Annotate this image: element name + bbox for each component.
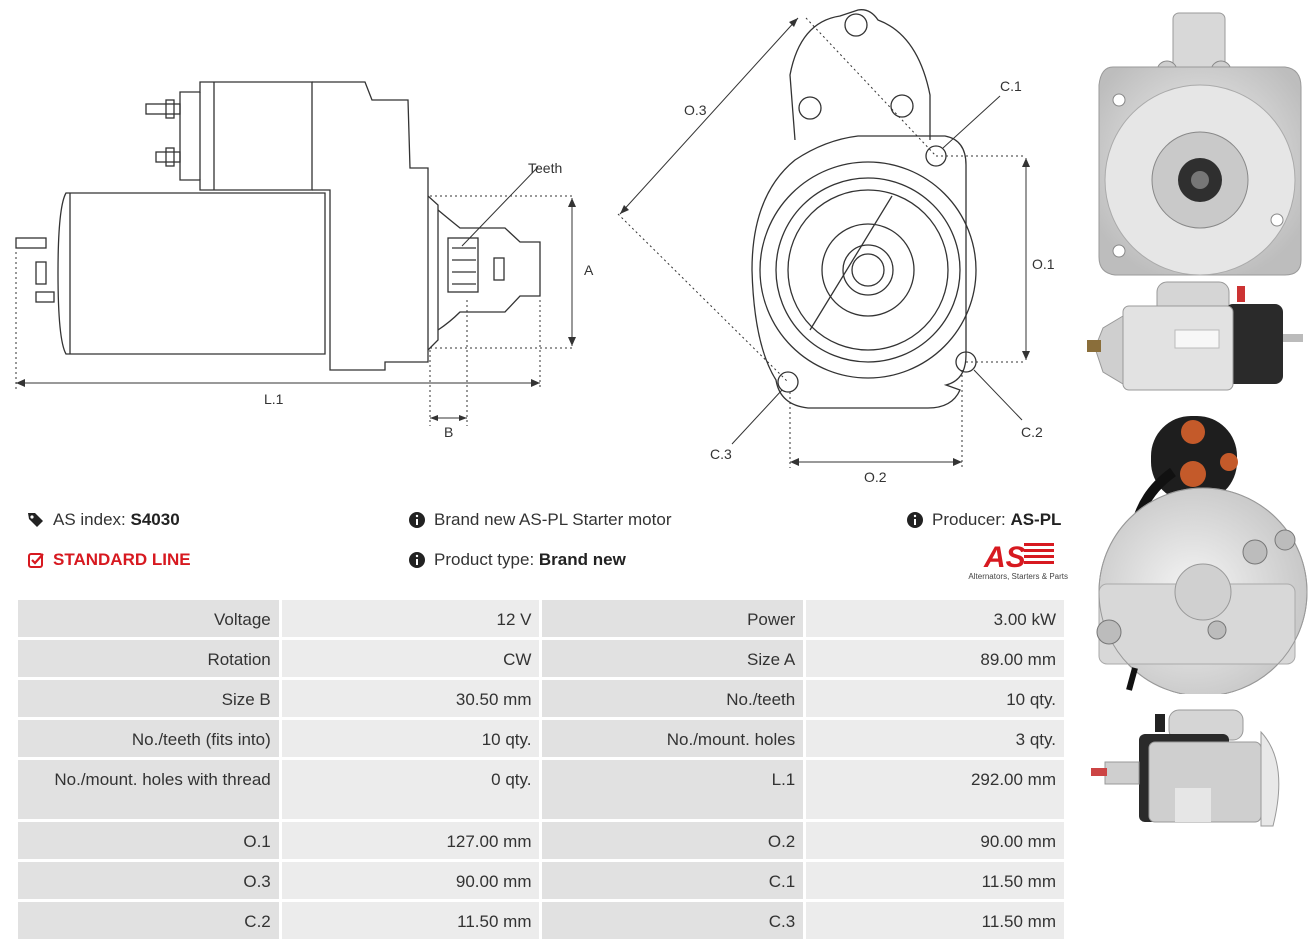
producer-value: AS-PL [1010,510,1062,529]
dim-c1-label: C.1 [1000,78,1022,94]
standard-line-text: STANDARD LINE [53,550,191,569]
spec-value: 30.50 mm [281,680,540,717]
table-row: Size B 30.50 mm No./teeth 10 qty. [18,680,1064,717]
dim-c2-label: C.2 [1021,424,1043,440]
dim-o3-label: O.3 [684,102,707,118]
table-row: No./mount. holes with thread 0 qty. L.1 … [18,760,1064,819]
info-circle-icon [409,512,425,528]
spec-label: C.3 [542,902,804,939]
description-text: Brand new AS-PL Starter motor [434,510,672,529]
spec-label: L.1 [542,760,804,819]
spec-label: C.1 [542,862,804,899]
table-row: O.1 127.00 mm O.2 90.00 mm [18,822,1064,859]
spec-label: C.2 [18,902,279,939]
dim-c3-label: C.3 [710,446,732,462]
spec-value: 89.00 mm [806,640,1064,677]
spec-label: Size A [542,640,804,677]
teeth-label: Teeth [528,160,562,176]
spec-label: Voltage [18,600,279,637]
producer-label: Producer: [932,510,1006,529]
spec-value: 11.50 mm [806,902,1064,939]
spec-value: 10 qty. [806,680,1064,717]
product-photo-rear [1096,416,1308,694]
table-row: Voltage 12 V Power 3.00 kW [18,600,1064,637]
spec-label: Size B [18,680,279,717]
spec-value: 292.00 mm [806,760,1064,819]
dim-a-label: A [584,262,594,278]
as-index-line: AS index: S4030 [27,510,180,530]
table-row: No./teeth (fits into) 10 qty. No./mount.… [18,720,1064,757]
product-photo-front [1098,12,1302,276]
dim-o1-label: O.1 [1032,256,1055,272]
spec-value: 90.00 mm [281,862,540,899]
front-view-drawing: O.3 C.1 O.1 C.2 C.3 O.2 [617,9,1055,485]
dim-o2-label: O.2 [864,469,887,485]
as-index-label: AS index: [53,510,126,529]
table-row: C.2 11.50 mm C.3 11.50 mm [18,902,1064,939]
spec-label: O.3 [18,862,279,899]
spec-value: 3 qty. [806,720,1064,757]
standard-line-badge: STANDARD LINE [27,550,191,570]
table-row: Rotation CW Size A 89.00 mm [18,640,1064,677]
spec-value: 90.00 mm [806,822,1064,859]
spec-value: 11.50 mm [281,902,540,939]
table-row: O.3 90.00 mm C.1 11.50 mm [18,862,1064,899]
dim-l1-label: L.1 [264,391,284,407]
spec-label: No./mount. holes with thread [18,760,279,819]
spec-value: 10 qty. [281,720,540,757]
spec-label: O.2 [542,822,804,859]
product-type-line: Product type: Brand new [408,550,626,570]
product-type-value: Brand new [538,550,626,569]
spec-label: Rotation [18,640,279,677]
info-circle-icon [409,552,425,568]
spec-label: No./teeth (fits into) [18,720,279,757]
spec-value: 3.00 kW [806,600,1064,637]
spec-value: 11.50 mm [806,862,1064,899]
tags-icon [28,513,43,527]
specifications-table: Voltage 12 V Power 3.00 kW Rotation CW S… [15,597,1067,942]
as-index-value: S4030 [130,510,180,529]
check-square-icon [28,553,44,568]
spec-label: O.1 [18,822,279,859]
producer-line: Producer: AS-PL [906,510,1061,530]
product-photo-side [1087,281,1303,391]
side-view-drawing: Teeth A L.1 B [15,81,594,440]
spec-label: No./teeth [542,680,804,717]
spec-label: Power [542,600,804,637]
product-type-label: Product type: [434,550,535,569]
product-photo-profile [1091,709,1280,827]
description-line: Brand new AS-PL Starter motor [408,510,671,530]
spec-value: 12 V [281,600,540,637]
spec-label: No./mount. holes [542,720,804,757]
as-pl-logo: AS Alternators, Starters & Parts [964,540,1068,584]
spec-value: 0 qty. [281,760,540,819]
logo-text: AS [983,541,1026,570]
spec-value: CW [281,640,540,677]
logo-tagline: Alternators, Starters & Parts [968,572,1068,581]
spec-value: 127.00 mm [281,822,540,859]
info-circle-icon [907,512,923,528]
dim-b-label: B [444,424,453,440]
as-logo-mark: AS [983,541,1054,570]
